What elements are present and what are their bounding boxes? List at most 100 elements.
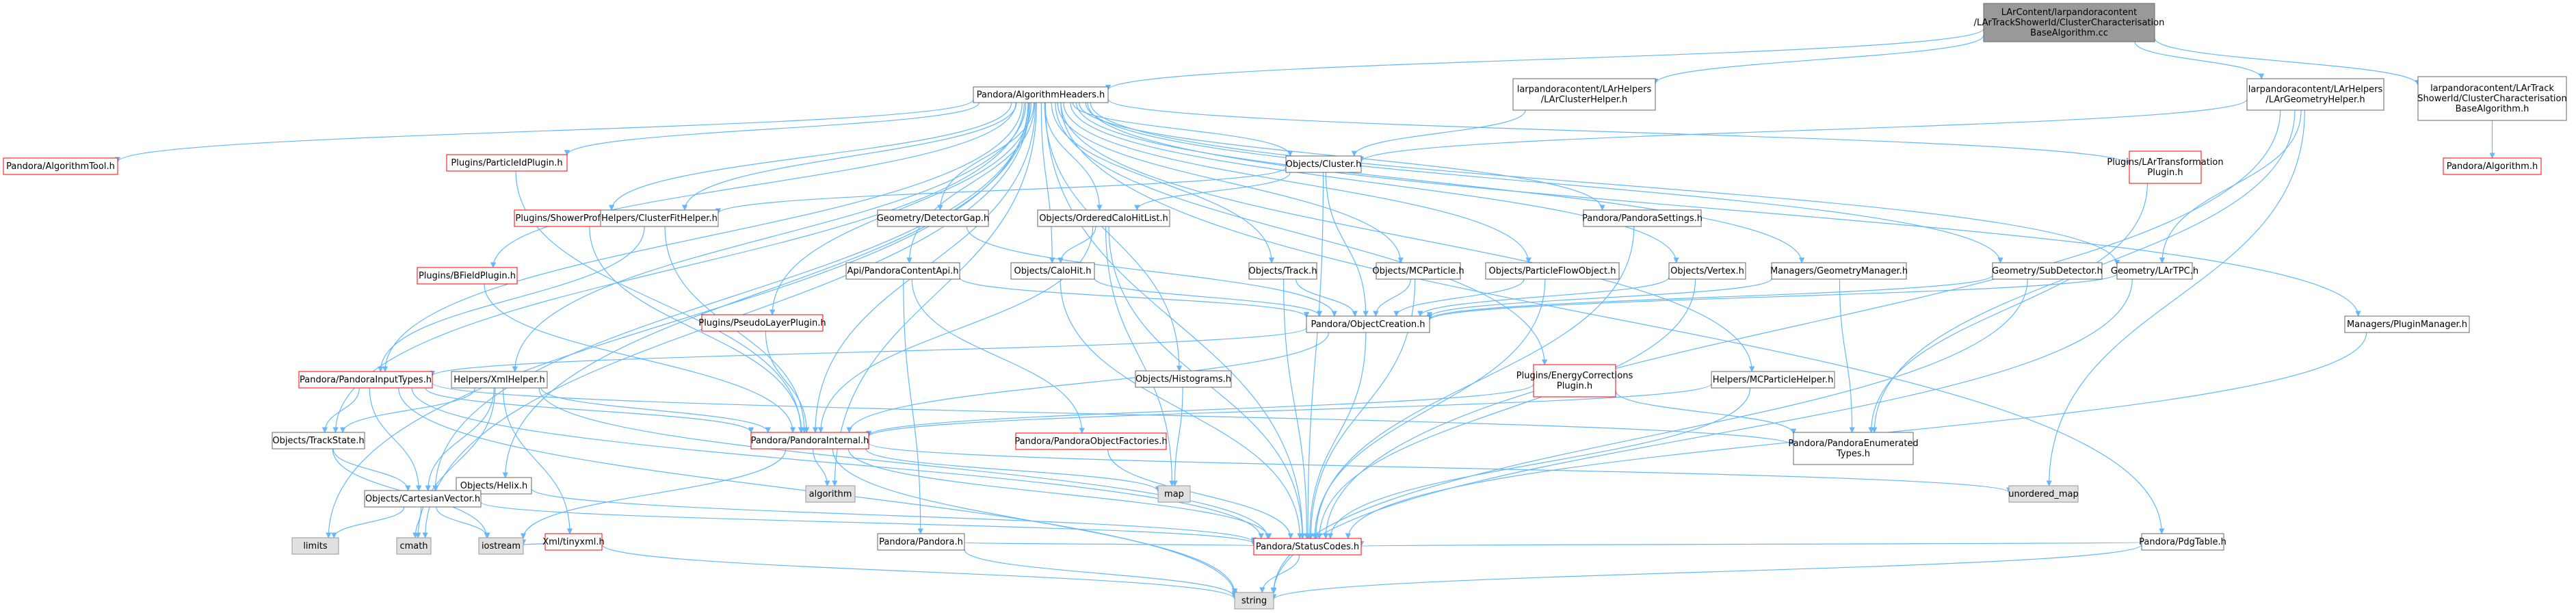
- edge-algheaders-to-algorithm: [832, 102, 1038, 486]
- edge-trackstate-to-cartesian: [332, 448, 411, 491]
- node-enumtypes-box: [1793, 432, 1914, 465]
- node-xmlhelper-label: Helpers/XmlHelper.h: [454, 375, 544, 385]
- node-geommgr[interactable]: Managers/GeometryManager.h: [1770, 262, 1908, 280]
- node-algorithmh-box: [2443, 157, 2542, 175]
- edge-inputtypes-to-internal: [425, 387, 754, 434]
- node-string[interactable]: string: [1234, 592, 1274, 610]
- node-pfo-label: Objects/ParticleFlowObject.h: [1489, 266, 1616, 276]
- edge-geomhelper-to-cluster: [1358, 99, 2248, 162]
- node-histograms[interactable]: Objects/Histograms.h: [1135, 370, 1232, 388]
- node-root[interactable]: LArContent/larpandoracontent/LArTrackSho…: [1974, 3, 2165, 42]
- node-ochl[interactable]: Objects/OrderedCaloHitList.h: [1037, 209, 1170, 227]
- node-settings-box: [1583, 209, 1702, 227]
- edge-algheaders-to-statuscodes: [1044, 102, 1306, 539]
- node-cartesian[interactable]: Objects/CartesianVector.h: [364, 490, 482, 508]
- node-inputtypes[interactable]: Pandora/PandoraInputTypes.h: [298, 371, 433, 389]
- edge-cluster-to-cfhelper: [715, 166, 1287, 214]
- node-limits[interactable]: limits: [291, 537, 339, 555]
- edge-xmlhelper-to-statuscodes: [538, 387, 1271, 539]
- edge-algheaders-to-pluginmgr: [1087, 102, 2361, 317]
- node-pidplugin-box: [446, 154, 568, 172]
- node-factories[interactable]: Pandora/PandoraObjectFactories.h: [1014, 432, 1168, 450]
- node-mcphelper[interactable]: Helpers/MCParticleHelper.h: [1711, 371, 1835, 389]
- node-cmath-box: [396, 537, 432, 555]
- node-algorithmh[interactable]: Pandora/Algorithm.h: [2443, 157, 2542, 175]
- node-calohit[interactable]: Objects/CaloHit.h: [1010, 262, 1095, 280]
- node-track-box: [1248, 262, 1317, 280]
- node-algorithm[interactable]: algorithm: [805, 485, 856, 503]
- node-pluginmgr[interactable]: Managers/PluginManager.h: [2344, 315, 2470, 333]
- edge-cluster-to-objcreation: [1325, 172, 1369, 317]
- node-mcphelper-box: [1711, 371, 1835, 389]
- edge-algheaders-to-cartesian: [432, 102, 1029, 491]
- node-objcreation[interactable]: Pandora/ObjectCreation.h: [1306, 315, 1430, 333]
- edge-inputtypes-to-statuscodes: [411, 387, 1264, 539]
- node-tinyxml-label: Xml/tinyxml.h: [542, 537, 605, 547]
- node-pdgtable[interactable]: Pandora/PdgTable.h: [2139, 533, 2226, 551]
- node-pluginmgr-label: Managers/PluginManager.h: [2347, 319, 2467, 330]
- node-histograms-box: [1135, 370, 1232, 388]
- node-xmlhelper[interactable]: Helpers/XmlHelper.h: [451, 371, 548, 389]
- edge-geommgr-to-objcreation: [1426, 278, 1772, 318]
- node-map[interactable]: map: [1157, 485, 1191, 503]
- edge-cluster-to-statuscodes: [1304, 172, 1324, 539]
- node-factories-label: Pandora/PandoraObjectFactories.h: [1014, 436, 1167, 447]
- node-lartpc[interactable]: Geometry/LArTPC.h: [2111, 262, 2198, 280]
- node-pcapi[interactable]: Api/PandoraContentApi.h: [845, 262, 960, 280]
- edge-algheaders-to-plplugin: [769, 102, 1032, 315]
- node-settings[interactable]: Pandora/PandoraSettings.h: [1582, 209, 1703, 227]
- node-limits-box: [291, 537, 339, 555]
- node-cfhelper[interactable]: Helpers/ClusterFitHelper.h: [600, 209, 719, 227]
- edge-internal-to-statuscodes: [847, 448, 1272, 539]
- node-iostream[interactable]: iostream: [478, 537, 524, 555]
- node-cluster[interactable]: Objects/Cluster.h: [1285, 155, 1362, 173]
- node-geomhelper-label: larpandoracontent/LArHelpers: [2248, 85, 2383, 95]
- edge-statuscodes-to-string: [1259, 554, 1300, 593]
- node-calohit-label: Objects/CaloHit.h: [1014, 266, 1092, 276]
- node-unordered[interactable]: unordered_map: [2008, 485, 2079, 503]
- edge-algheaders-to-subdet: [1085, 102, 2003, 263]
- node-algorithm-label: algorithm: [809, 489, 852, 499]
- node-statuscodes[interactable]: Pandora/StatusCodes.h: [1253, 538, 1362, 556]
- node-limits-label: limits: [303, 541, 328, 551]
- edge-vertex-to-objcreation: [1417, 276, 1670, 317]
- node-subdet[interactable]: Geometry/SubDetector.h: [1992, 262, 2103, 280]
- edge-algheaders-to-pdgtable: [1060, 102, 2165, 534]
- node-mcparticle[interactable]: Objects/MCParticle.h: [1372, 262, 1464, 280]
- node-clusterhelper[interactable]: larpandoracontent/LArHelpers/LArClusterH…: [1512, 78, 1656, 111]
- node-internal[interactable]: Pandora/PandoraInternal.h: [750, 432, 869, 449]
- node-trackstate[interactable]: Objects/TrackState.h: [272, 432, 365, 449]
- node-ecplugin-box: [1533, 364, 1616, 397]
- node-algtool[interactable]: Pandora/AlgorithmTool.h: [3, 157, 118, 175]
- node-ccbaseh[interactable]: larpandoracontent/LArTrackShowerId/Clust…: [2417, 76, 2567, 121]
- node-statuscodes-box: [1253, 538, 1362, 556]
- node-plplugin[interactable]: Plugins/PseudoLayerPlugin.h: [698, 314, 826, 332]
- node-vertex[interactable]: Objects/Vertex.h: [1668, 262, 1746, 280]
- node-track[interactable]: Objects/Track.h: [1248, 262, 1317, 280]
- node-pfo[interactable]: Objects/ParticleFlowObject.h: [1485, 262, 1620, 280]
- node-detgap[interactable]: Geometry/DetectorGap.h: [877, 209, 990, 227]
- node-iostream-label: iostream: [482, 541, 521, 551]
- node-pidplugin[interactable]: Plugins/ParticleIdPlugin.h: [446, 154, 568, 172]
- edge-algheaders-to-cluster: [1072, 102, 1293, 157]
- node-geomhelper[interactable]: larpandoracontent/LArHelpers/LArGeometry…: [2246, 78, 2384, 111]
- node-algheaders-label: Pandora/AlgorithmHeaders.h: [977, 90, 1105, 101]
- node-subdet-label: Geometry/SubDetector.h: [1992, 266, 2103, 276]
- node-ccbaseh-box: [2417, 76, 2567, 121]
- node-algorithm-box: [805, 485, 856, 503]
- node-algheaders[interactable]: Pandora/AlgorithmHeaders.h: [973, 86, 1109, 103]
- edge-algheaders-to-mcparticle: [1057, 102, 1404, 263]
- node-tinyxml[interactable]: Xml/tinyxml.h: [542, 533, 605, 551]
- node-string-label: string: [1241, 596, 1267, 606]
- node-cmath[interactable]: cmath: [396, 537, 432, 555]
- node-mcphelper-label: Helpers/MCParticleHelper.h: [1713, 375, 1834, 385]
- node-bfplugin[interactable]: Plugins/BFieldPlugin.h: [417, 267, 518, 285]
- node-ecplugin-label: Plugins/EnergyCorrections: [1516, 371, 1633, 381]
- node-root-label: BaseAlgorithm.cc: [2030, 28, 2108, 38]
- edge-internal-to-algorithm: [813, 448, 830, 486]
- node-pandorah[interactable]: Pandora/Pandora.h: [877, 533, 965, 551]
- node-lartpc-box: [2116, 262, 2193, 280]
